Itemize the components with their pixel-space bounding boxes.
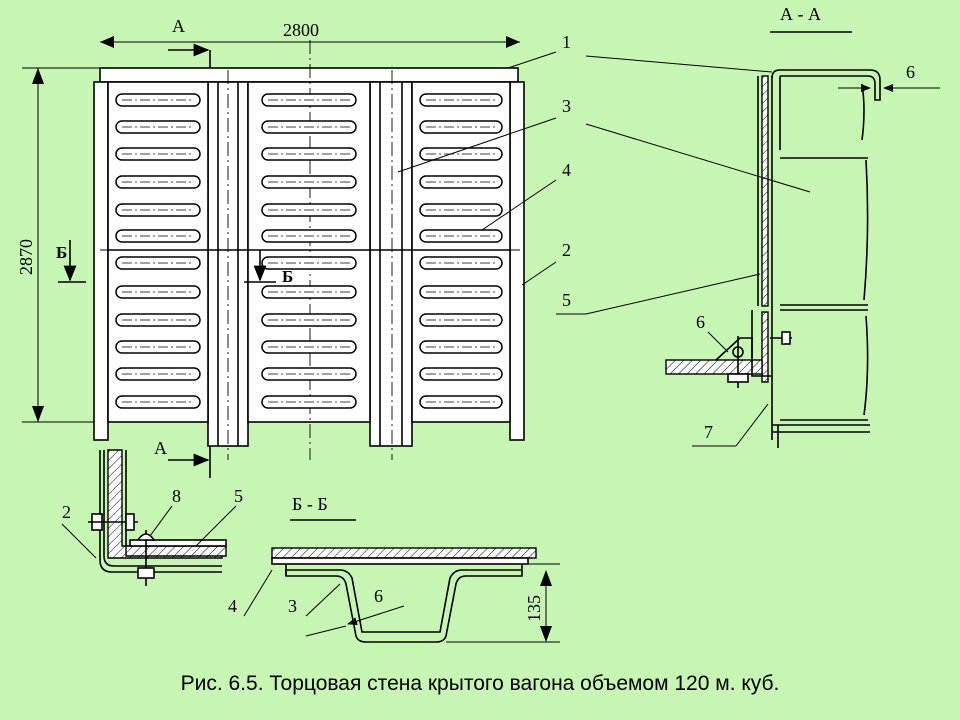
dim-135-label: 135 — [524, 595, 544, 622]
stamped-rib — [419, 313, 503, 327]
callout-7: 7 — [704, 422, 713, 442]
callout-1: 1 — [562, 32, 571, 52]
section-bb: Б - Б 135 4 3 6 — [228, 494, 560, 643]
stamped-ribs — [115, 93, 503, 409]
figure-caption: Рис. 6.5. Торцовая стена крытого вагона … — [180, 672, 780, 695]
stamped-rib — [419, 229, 503, 243]
callout-3: 3 — [562, 96, 571, 116]
cut-a-top-label: А — [172, 16, 185, 36]
stamped-rib — [419, 340, 503, 354]
dim-width-label: 2800 — [283, 20, 319, 40]
callout-4-bb: 4 — [228, 596, 237, 616]
stamped-rib — [419, 285, 503, 299]
callout-6-aa-top: 6 — [906, 62, 915, 82]
stamped-rib — [419, 203, 503, 217]
section-bb-title: Б - Б — [292, 494, 328, 514]
callout-8-detail: 8 — [172, 486, 181, 506]
callout-6-aa-bottom: 6 — [696, 312, 705, 332]
section-aa: А - А 6 5 — [556, 4, 940, 448]
stamped-rib — [419, 175, 503, 189]
stamped-rib — [419, 256, 503, 270]
dim-height-label: 2870 — [16, 239, 36, 275]
cut-b-left-label: Б — [56, 243, 67, 262]
front-view: 2800 А 2870 — [16, 16, 571, 478]
stamped-rib — [419, 93, 503, 107]
cut-a-bottom-label: А — [154, 438, 167, 458]
stamped-rib — [419, 120, 503, 134]
callout-5: 5 — [562, 290, 571, 310]
callout-5-detail: 5 — [234, 486, 243, 506]
cut-b-right-label: Б — [282, 267, 293, 286]
callout-3-bb: 3 — [288, 596, 297, 616]
callout-6-bb: 6 — [374, 586, 383, 606]
stamped-rib — [419, 395, 503, 409]
callout-4: 4 — [562, 160, 571, 180]
stamped-rib — [419, 367, 503, 381]
callout-2: 2 — [562, 240, 571, 260]
corner-detail: 2 8 5 — [61, 449, 243, 586]
callout-2-detail: 2 — [62, 502, 71, 522]
section-aa-title: А - А — [780, 4, 821, 24]
